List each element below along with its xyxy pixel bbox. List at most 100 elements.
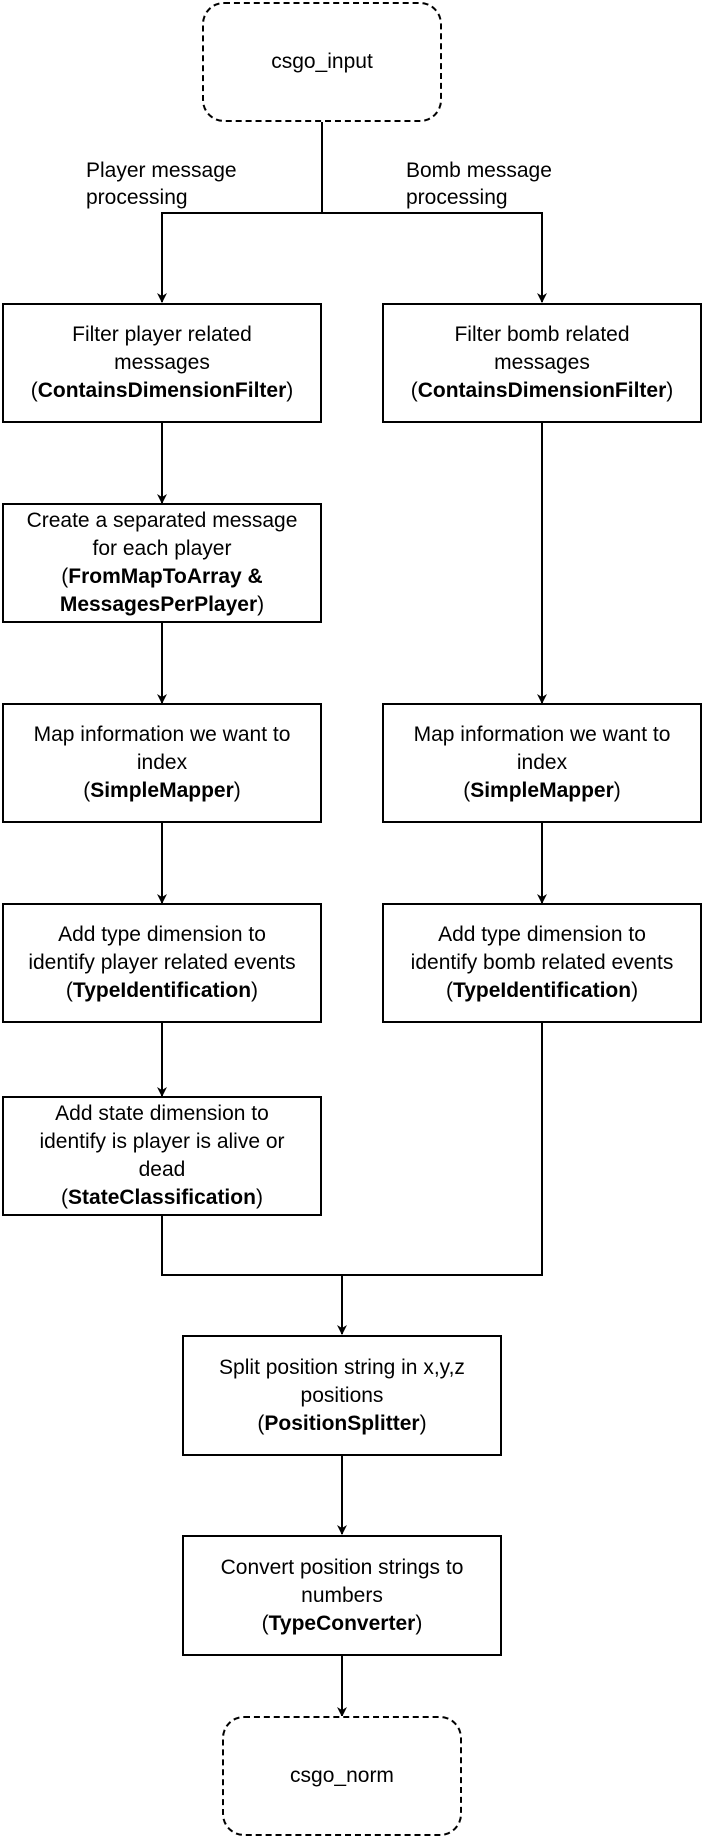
- node-csgo-input[interactable]: csgo_input: [202, 2, 442, 122]
- component-name: TypeConverter: [268, 1611, 416, 1635]
- node-text-run: ): [255, 1186, 263, 1209]
- edge-label-player: Player message processing: [86, 159, 237, 209]
- node-map-player[interactable]: Map information we want to index (SimpleMa…: [2, 703, 322, 823]
- node-text-run: Map information we want to: [413, 723, 671, 746]
- node-text-line: (FromMapToArray &: [27, 563, 298, 591]
- node-text-line: Map information we want to: [414, 721, 671, 749]
- node-text-line: (SimpleMapper): [414, 777, 671, 805]
- component-name: TypeIdentification: [72, 979, 252, 1002]
- node-text-run: (: [65, 979, 73, 1002]
- node-text-run: messages: [494, 351, 590, 374]
- node-text-run: (: [61, 1186, 69, 1209]
- node-text-run: for each player: [92, 537, 232, 560]
- node-text: Create a separated message for each playe…: [27, 507, 298, 619]
- node-text-line: identify bomb related events: [411, 949, 674, 977]
- node-text-run: identify is player is alive or: [39, 1130, 285, 1153]
- node-text-run: Add state dimension to: [55, 1102, 269, 1125]
- node-text-run: (: [83, 779, 91, 802]
- node-text-run: csgo_input: [271, 50, 373, 73]
- node-text-line: Convert position strings to: [221, 1554, 464, 1582]
- node-text-run: numbers: [301, 1583, 383, 1607]
- node-text-line: identify player related events: [28, 949, 295, 977]
- node-text-run: identify player related events: [28, 951, 296, 974]
- node-text-line: dead: [39, 1156, 284, 1184]
- node-text-run: (: [61, 565, 69, 588]
- node-text-run: csgo_norm: [290, 1764, 394, 1787]
- node-text-line: csgo_norm: [290, 1762, 394, 1790]
- node-text-line: index: [414, 749, 671, 777]
- node-text-line: messages: [411, 349, 674, 377]
- node-text-run: (: [445, 979, 453, 1002]
- node-text: Split position string in x,y,z positions (…: [219, 1354, 465, 1438]
- node-text-run: Map information we want to: [33, 723, 291, 746]
- node-text-run: ): [631, 979, 639, 1002]
- component-name: StateClassification: [68, 1186, 256, 1209]
- node-state-player[interactable]: Add state dimension to identify is player…: [2, 1096, 322, 1216]
- node-text-line: identify is player is alive or: [39, 1128, 284, 1156]
- node-text-run: dead: [138, 1158, 186, 1181]
- node-text-line: positions: [219, 1382, 465, 1410]
- node-text-line: (StateClassification): [39, 1184, 284, 1212]
- node-text-line: (ContainsDimensionFilter): [31, 377, 294, 405]
- node-text-run: ): [286, 379, 294, 402]
- node-text-run: (: [30, 379, 38, 402]
- edge-split-to-filter-player: [157, 212, 322, 303]
- node-text-run: positions: [300, 1383, 384, 1407]
- node-text-line: (TypeIdentification): [28, 977, 295, 1005]
- node-text-line: Split position string in x,y,z: [219, 1354, 465, 1382]
- node-text: Map information we want to index (SimpleMa…: [414, 721, 671, 805]
- node-text-run: (: [257, 1411, 265, 1435]
- node-text-line: Create a separated message: [27, 507, 298, 535]
- node-text-line: for each player: [27, 535, 298, 563]
- node-text-line: messages: [31, 349, 294, 377]
- node-text-line: (TypeIdentification): [411, 977, 674, 1005]
- node-text: Add type dimension to identify bomb relat…: [411, 921, 674, 1005]
- node-text-run: ): [251, 979, 259, 1002]
- node-text-line: MessagesPerPlayer): [27, 591, 298, 619]
- component-name: ContainsDimensionFilter: [37, 379, 287, 402]
- node-text-run: ): [415, 1611, 423, 1635]
- node-text-run: ): [666, 379, 674, 402]
- node-text-run: index: [136, 751, 188, 774]
- node-text-run: identify bomb related events: [410, 951, 674, 974]
- node-text-run: ): [419, 1411, 427, 1435]
- node-text-run: Filter bomb related: [454, 323, 630, 346]
- node-text-run: messages: [114, 351, 210, 374]
- component-name: SimpleMapper: [470, 779, 614, 802]
- node-text: csgo_input: [271, 48, 373, 76]
- node-text-run: ): [233, 779, 241, 802]
- node-text-run: index: [516, 751, 568, 774]
- node-text-run: Split position string in x,y,z: [219, 1355, 465, 1379]
- node-separate-player[interactable]: Create a separated message for each playe…: [2, 503, 322, 623]
- node-position-split[interactable]: Split position string in x,y,z positions (…: [182, 1335, 502, 1456]
- node-text-run: Create a separated message: [26, 509, 298, 532]
- node-text-line: Add state dimension to: [39, 1100, 284, 1128]
- node-text-run: ): [257, 593, 265, 616]
- edge-split-to-filter-bomb: [322, 212, 547, 303]
- node-map-bomb[interactable]: Map information we want to index (SimpleMa…: [382, 703, 702, 823]
- component-name: TypeIdentification: [452, 979, 632, 1002]
- node-text-line: csgo_input: [271, 48, 373, 76]
- node-text: Add state dimension to identify is player…: [39, 1100, 284, 1212]
- node-text-line: (PositionSplitter): [219, 1410, 465, 1438]
- node-text-run: ): [613, 779, 621, 802]
- node-type-bomb[interactable]: Add type dimension to identify bomb relat…: [382, 903, 702, 1023]
- edge-label-bomb: Bomb message processing: [406, 159, 552, 209]
- node-csgo-norm[interactable]: csgo_norm: [222, 1716, 462, 1836]
- component-name: ContainsDimensionFilter: [417, 379, 667, 402]
- component-name: MessagesPerPlayer: [59, 593, 258, 616]
- node-text-line: numbers: [221, 1582, 464, 1610]
- node-text-run: (: [463, 779, 471, 802]
- edge-type-bomb-to-merge: [342, 1023, 543, 1276]
- node-text-line: (SimpleMapper): [34, 777, 291, 805]
- node-text-line: index: [34, 749, 291, 777]
- node-text-run: Add type dimension to: [438, 923, 646, 946]
